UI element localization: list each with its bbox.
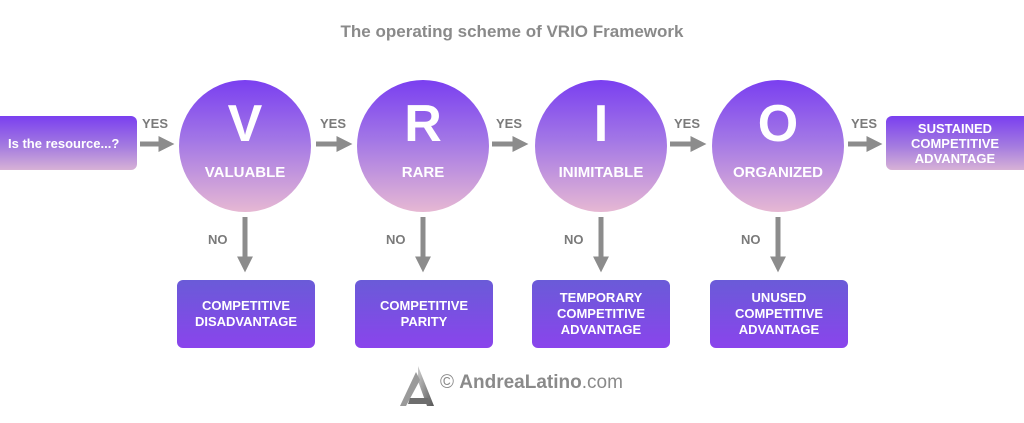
circle-word: VALUABLE	[204, 164, 286, 181]
result-box-unused: UNUSED COMPETITIVE ADVANTAGE	[710, 280, 848, 348]
circle-rare: R RARE	[357, 80, 489, 212]
no-label-1: NO	[208, 232, 228, 247]
circle-word: ORGANIZED	[733, 164, 823, 181]
circle-word: RARE	[401, 164, 445, 181]
yes-label-1: YES	[142, 116, 169, 131]
start-box: Is the resource...?	[0, 116, 137, 170]
circle-word: INIMITABLE	[558, 164, 644, 181]
copyright-symbol: ©	[440, 372, 454, 393]
yes-label-2: YES	[320, 116, 347, 131]
no-label-4: NO	[741, 232, 761, 247]
footer-credit: © AndreaLatino.com	[440, 372, 623, 394]
footer-brand: AndreaLatino	[459, 372, 582, 393]
circle-letter: V	[227, 95, 263, 153]
yes-label-3: YES	[496, 116, 523, 131]
circle-letter: O	[757, 95, 799, 153]
yes-label-4: YES	[674, 116, 701, 131]
result-box-parity: COMPETITIVE PARITY	[355, 280, 493, 348]
no-label-3: NO	[564, 232, 584, 247]
diagram-title: The operating scheme of VRIO Framework	[340, 22, 684, 41]
circle-letter: I	[593, 95, 609, 153]
footer-domain: .com	[581, 372, 623, 393]
circle-inimitable: I INIMITABLE	[535, 80, 667, 212]
yes-label-5: YES	[851, 116, 878, 131]
no-label-2: NO	[386, 232, 406, 247]
result-box-temporary: TEMPORARY COMPETITIVE ADVANTAGE	[532, 280, 670, 348]
result-box-disadvantage: COMPETITIVE DISADVANTAGE	[177, 280, 315, 348]
andrealatino-logo-icon	[400, 366, 434, 406]
circle-valuable: V VALUABLE	[179, 80, 311, 212]
start-label: Is the resource...?	[8, 135, 120, 151]
sustained-advantage-box: SUSTAINED COMPETITIVE ADVANTAGE	[886, 116, 1024, 170]
circle-letter: R	[404, 95, 442, 153]
circle-organized: O ORGANIZED	[712, 80, 844, 212]
